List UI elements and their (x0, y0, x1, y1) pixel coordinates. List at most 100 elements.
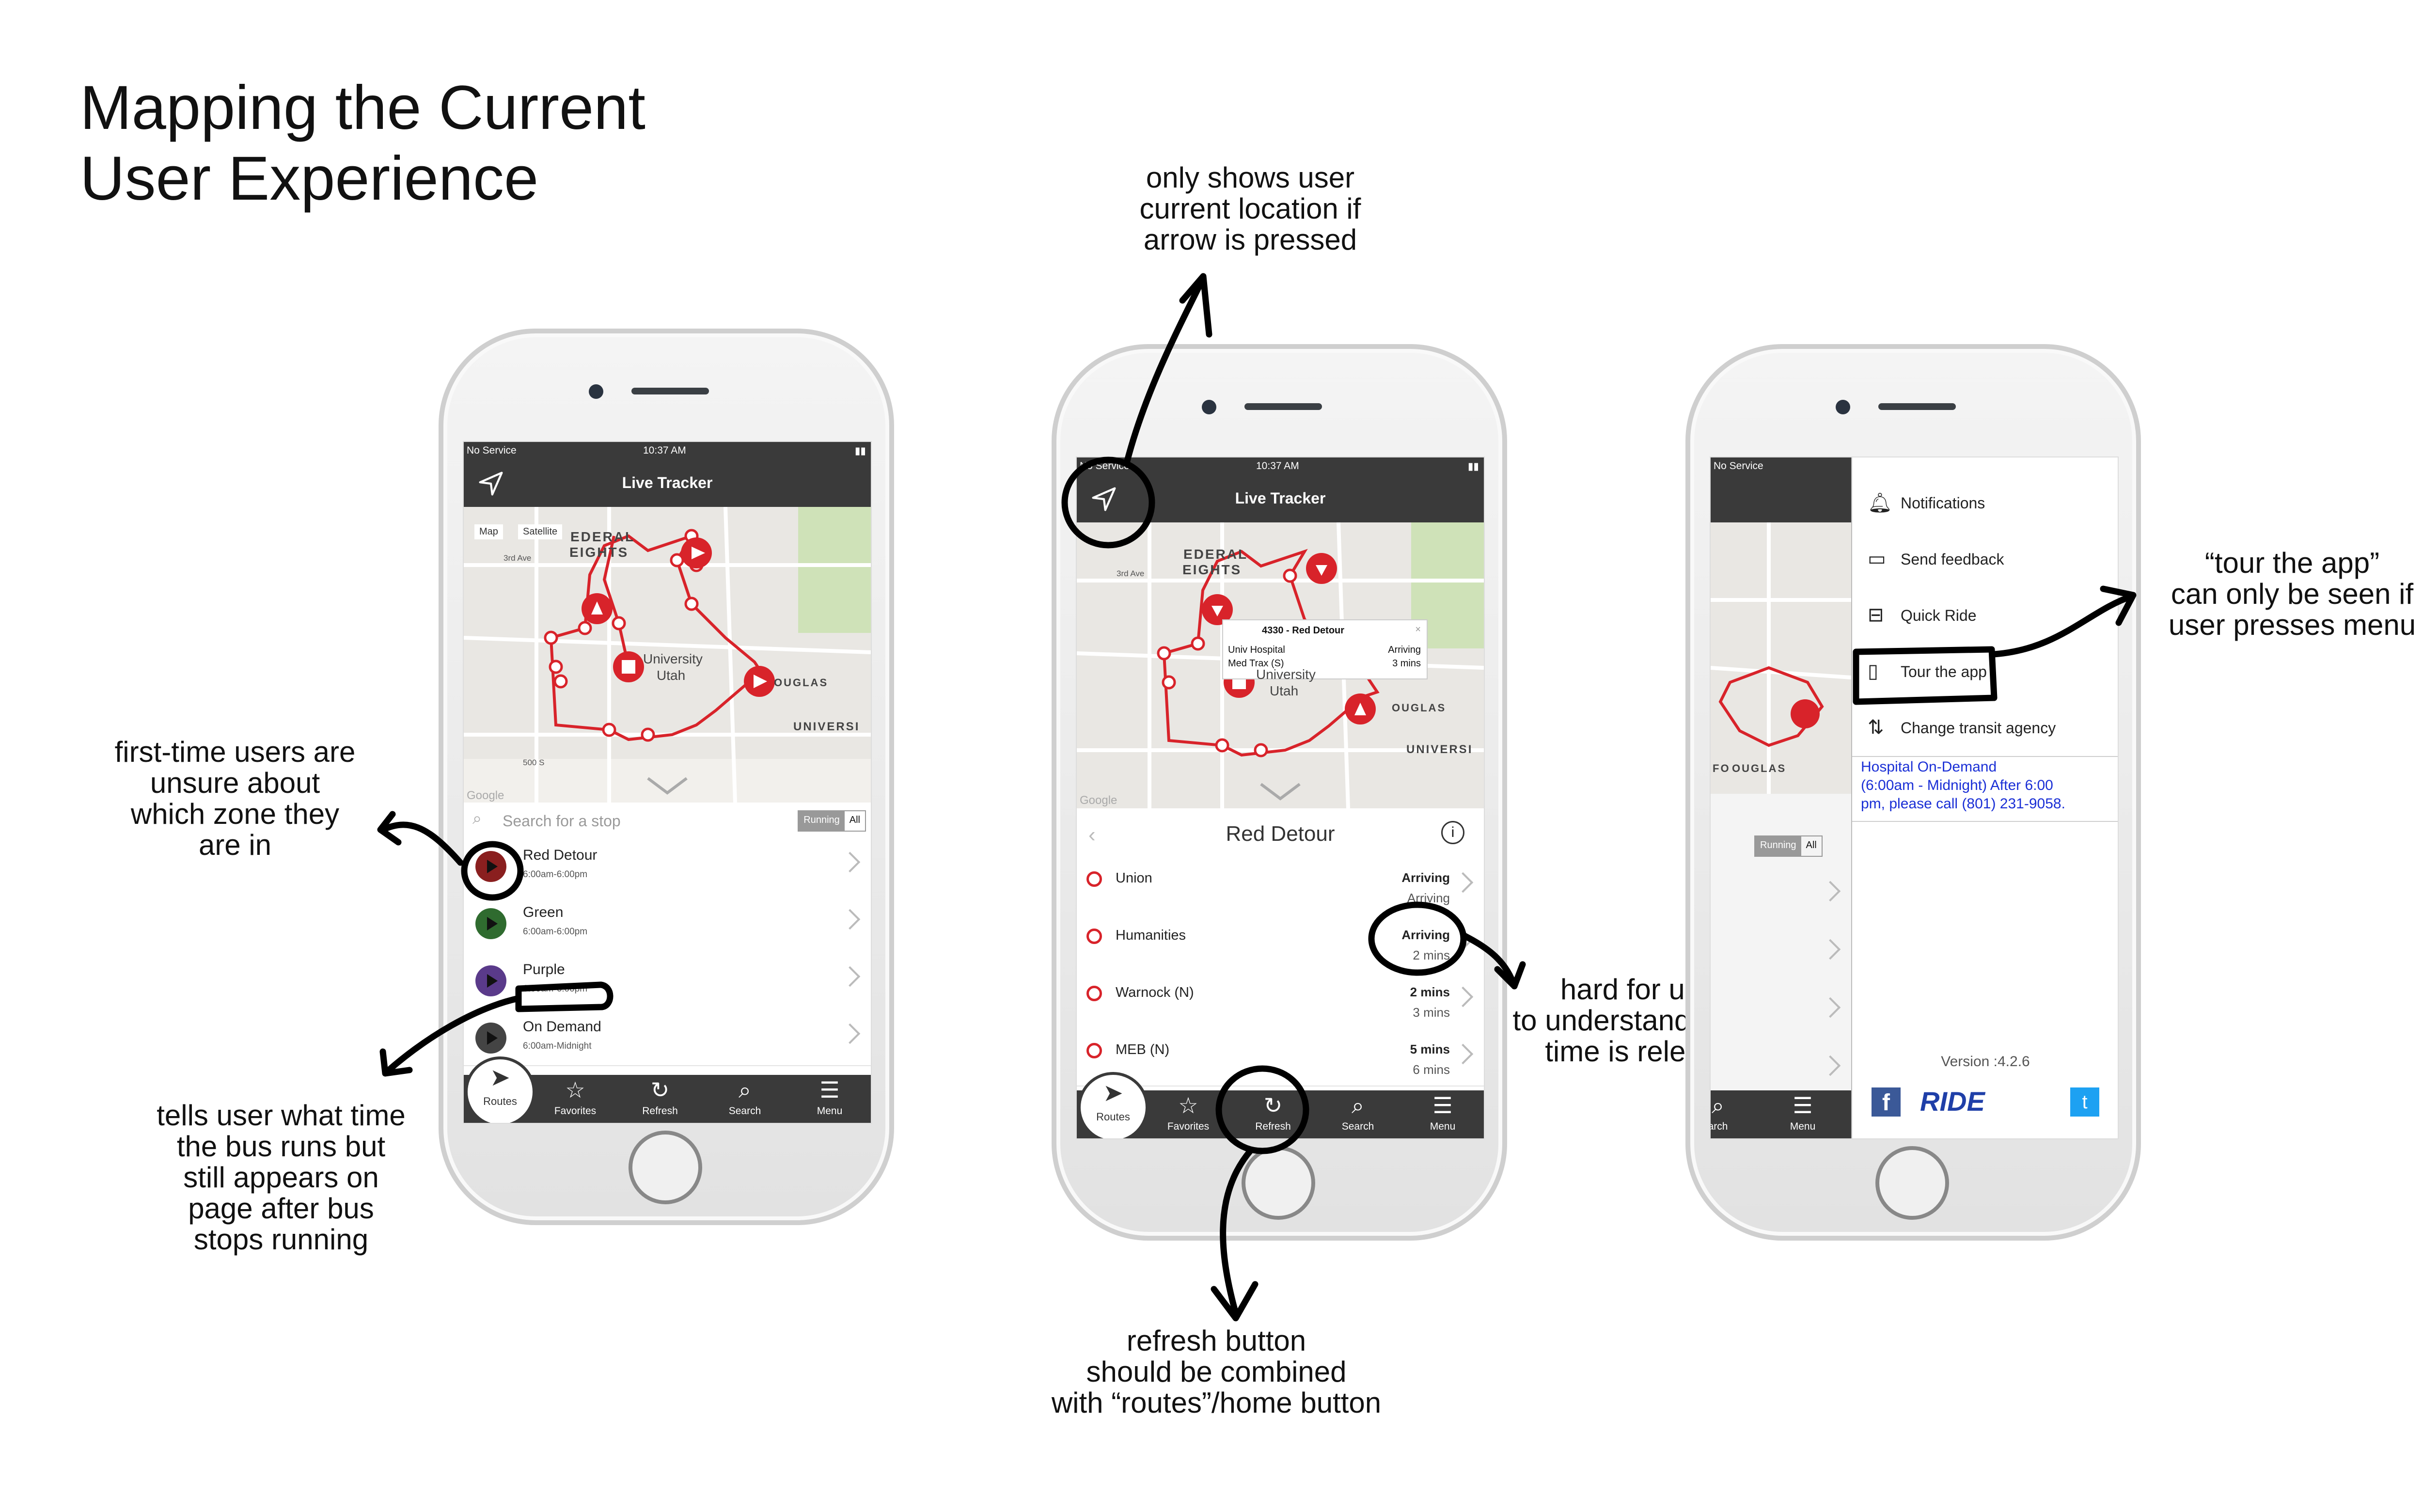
phone-icon: ▯ (1868, 661, 1879, 682)
feedback-icon: ▭ (1868, 548, 1886, 569)
home-button[interactable] (1242, 1146, 1315, 1220)
menu-item-change-transit-agency[interactable]: ⇅Change transit agency (1852, 700, 2118, 757)
bus-icon: ⊟ (1868, 604, 1884, 626)
tab-search[interactable]: ⌕Search (704, 1075, 786, 1123)
tab-refresh[interactable]: ↻Refresh (619, 1075, 701, 1123)
stop-node (1086, 1043, 1102, 1058)
route-item-on-demand[interactable]: On Demand 6:00am-Midnight (464, 1008, 871, 1066)
star-icon: ☆ (1178, 1093, 1198, 1118)
tab-routes[interactable]: ➤Routes (465, 1056, 535, 1123)
tab-menu[interactable]: ☰Menu (788, 1075, 871, 1123)
route-color-icon (475, 965, 506, 996)
chevron-right-icon (1820, 997, 1841, 1018)
refresh-icon: ↻ (1263, 1093, 1283, 1118)
search-icon: ⌕ (1712, 1093, 1724, 1118)
annotation-tour: “tour the app”can only be seen if user p… (2168, 547, 2416, 641)
tab-menu[interactable]: ☰Menu (1762, 1090, 1844, 1138)
map-toggle-satellite[interactable]: Satellite (518, 524, 563, 539)
map-callout[interactable]: 4330 - Red Detour × Univ Hospital Med Tr… (1222, 619, 1428, 679)
map-label-500s: 500 S (523, 758, 545, 767)
nav-bar: Live Tracker (464, 459, 871, 507)
menu-item-quick-ride[interactable]: ⊟Quick Ride (1852, 587, 2118, 645)
location-arrow-icon[interactable] (477, 470, 504, 497)
chevron-right-icon (839, 966, 861, 987)
screen-1: No Service 10:37 AM ▮▮ Live Tracker (463, 441, 872, 1124)
map-google: Google (467, 789, 504, 802)
routes-arrow-icon: ➤ (490, 1064, 510, 1091)
chevron-right-icon (1820, 881, 1841, 902)
map-label-university-2: UNIVERSI (793, 720, 860, 733)
map-graphic (1077, 522, 1484, 808)
tab-favorites[interactable]: ☆Favorites (1147, 1090, 1229, 1138)
search-input[interactable]: Search for a stop (503, 812, 621, 830)
page-title: Mapping the Current User Experience (80, 73, 645, 214)
nav-title: Live Tracker (622, 474, 713, 491)
stop-row-union[interactable]: Union Arriving Arriving (1077, 857, 1484, 915)
menu-icon: ☰ (1432, 1093, 1453, 1118)
facebook-icon[interactable]: f (1872, 1087, 1901, 1117)
map-toggle-map[interactable]: Map (474, 524, 503, 539)
route-detail-header: ‹ Red Detour i (1077, 808, 1484, 858)
stop-row-humanities[interactable]: Humanities Arriving 2 mins (1077, 914, 1484, 972)
status-bar: No Service (1711, 457, 1851, 475)
twitter-icon[interactable]: t (2070, 1087, 2099, 1117)
tab-menu[interactable]: ☰Menu (1401, 1090, 1484, 1138)
running-all-toggle[interactable]: Running All (798, 810, 866, 832)
menu-item-notifications[interactable]: 🔔︎Notifications (1852, 475, 2118, 532)
menu-item-send-feedback[interactable]: ▭Send feedback (1852, 531, 2118, 588)
chevron-right-icon (839, 851, 861, 873)
back-chevron-icon[interactable]: ‹ (1088, 823, 1096, 847)
map-graphic (1711, 522, 1851, 794)
search-icon: ⌕ (472, 809, 482, 828)
map-label-federal: EDERAL (570, 529, 635, 544)
home-button[interactable] (629, 1131, 702, 1204)
route-detail-title: Red Detour (1226, 822, 1335, 846)
stop-row-warnock[interactable]: Warnock (N) 2 mins 3 mins (1077, 971, 1484, 1029)
map-graphic (464, 507, 871, 803)
stop-node (1086, 986, 1102, 1001)
route-color-icon (475, 908, 506, 939)
front-camera (1836, 400, 1850, 414)
chevron-right-icon (1452, 929, 1474, 950)
home-button[interactable] (1875, 1146, 1949, 1220)
route-item-green[interactable]: Green 6:00am-6:00pm (464, 894, 871, 952)
map-label-university: University (643, 651, 703, 666)
tab-search[interactable]: ⌕Search (1317, 1090, 1399, 1138)
menu-icon: ☰ (819, 1077, 840, 1102)
chevron-right-icon (1452, 986, 1474, 1008)
chevron-right-icon (839, 1023, 861, 1044)
tab-routes[interactable]: ➤Routes (1078, 1072, 1149, 1138)
route-item-red-detour[interactable]: Red Detour 6:00am-6:00pm (464, 836, 871, 895)
screen-2: No Service 10:37 AM ▮▮ Live Tracker (1076, 457, 1485, 1139)
phone-frame-2: No Service 10:37 AM ▮▮ Live Tracker (1052, 344, 1507, 1241)
callout-title: 4330 - Red Detour (1262, 625, 1345, 636)
menu-item-tour-the-app[interactable]: ▯Tour the app (1852, 644, 2118, 701)
chevron-right-icon (839, 909, 861, 930)
menu-icon: ☰ (1793, 1093, 1813, 1118)
route-item-purple[interactable]: Purple 6:00am-6:00pm (464, 951, 871, 1009)
route-map[interactable]: Map Satellite EDERAL EIGHTS 3rd Ave Univ… (464, 507, 871, 803)
callout-close-icon[interactable]: × (1415, 624, 1421, 635)
front-camera (1202, 400, 1216, 414)
chevron-right-icon (1820, 939, 1841, 960)
ride-systems-logo: RIDE (1920, 1086, 1985, 1117)
info-divider (1852, 821, 2118, 822)
speaker (1878, 403, 1956, 410)
tab-search[interactable]: ⌕arch (1711, 1090, 1759, 1138)
tab-refresh[interactable]: ↻Refresh (1232, 1090, 1314, 1138)
menu-top-gap (1852, 457, 2118, 475)
route-map[interactable]: 4330 - Red Detour × Univ Hospital Med Tr… (1077, 522, 1484, 808)
info-icon[interactable]: i (1441, 821, 1464, 844)
all-tab[interactable]: All (849, 815, 860, 825)
running-tab[interactable]: Running (799, 811, 845, 831)
map-label-douglas: OUGLAS (774, 677, 829, 689)
tab-favorites[interactable]: ☆Favorites (534, 1075, 616, 1123)
chevron-right-icon (1452, 1043, 1474, 1065)
search-icon: ⌕ (739, 1077, 751, 1102)
search-icon: ⌕ (1352, 1093, 1364, 1118)
